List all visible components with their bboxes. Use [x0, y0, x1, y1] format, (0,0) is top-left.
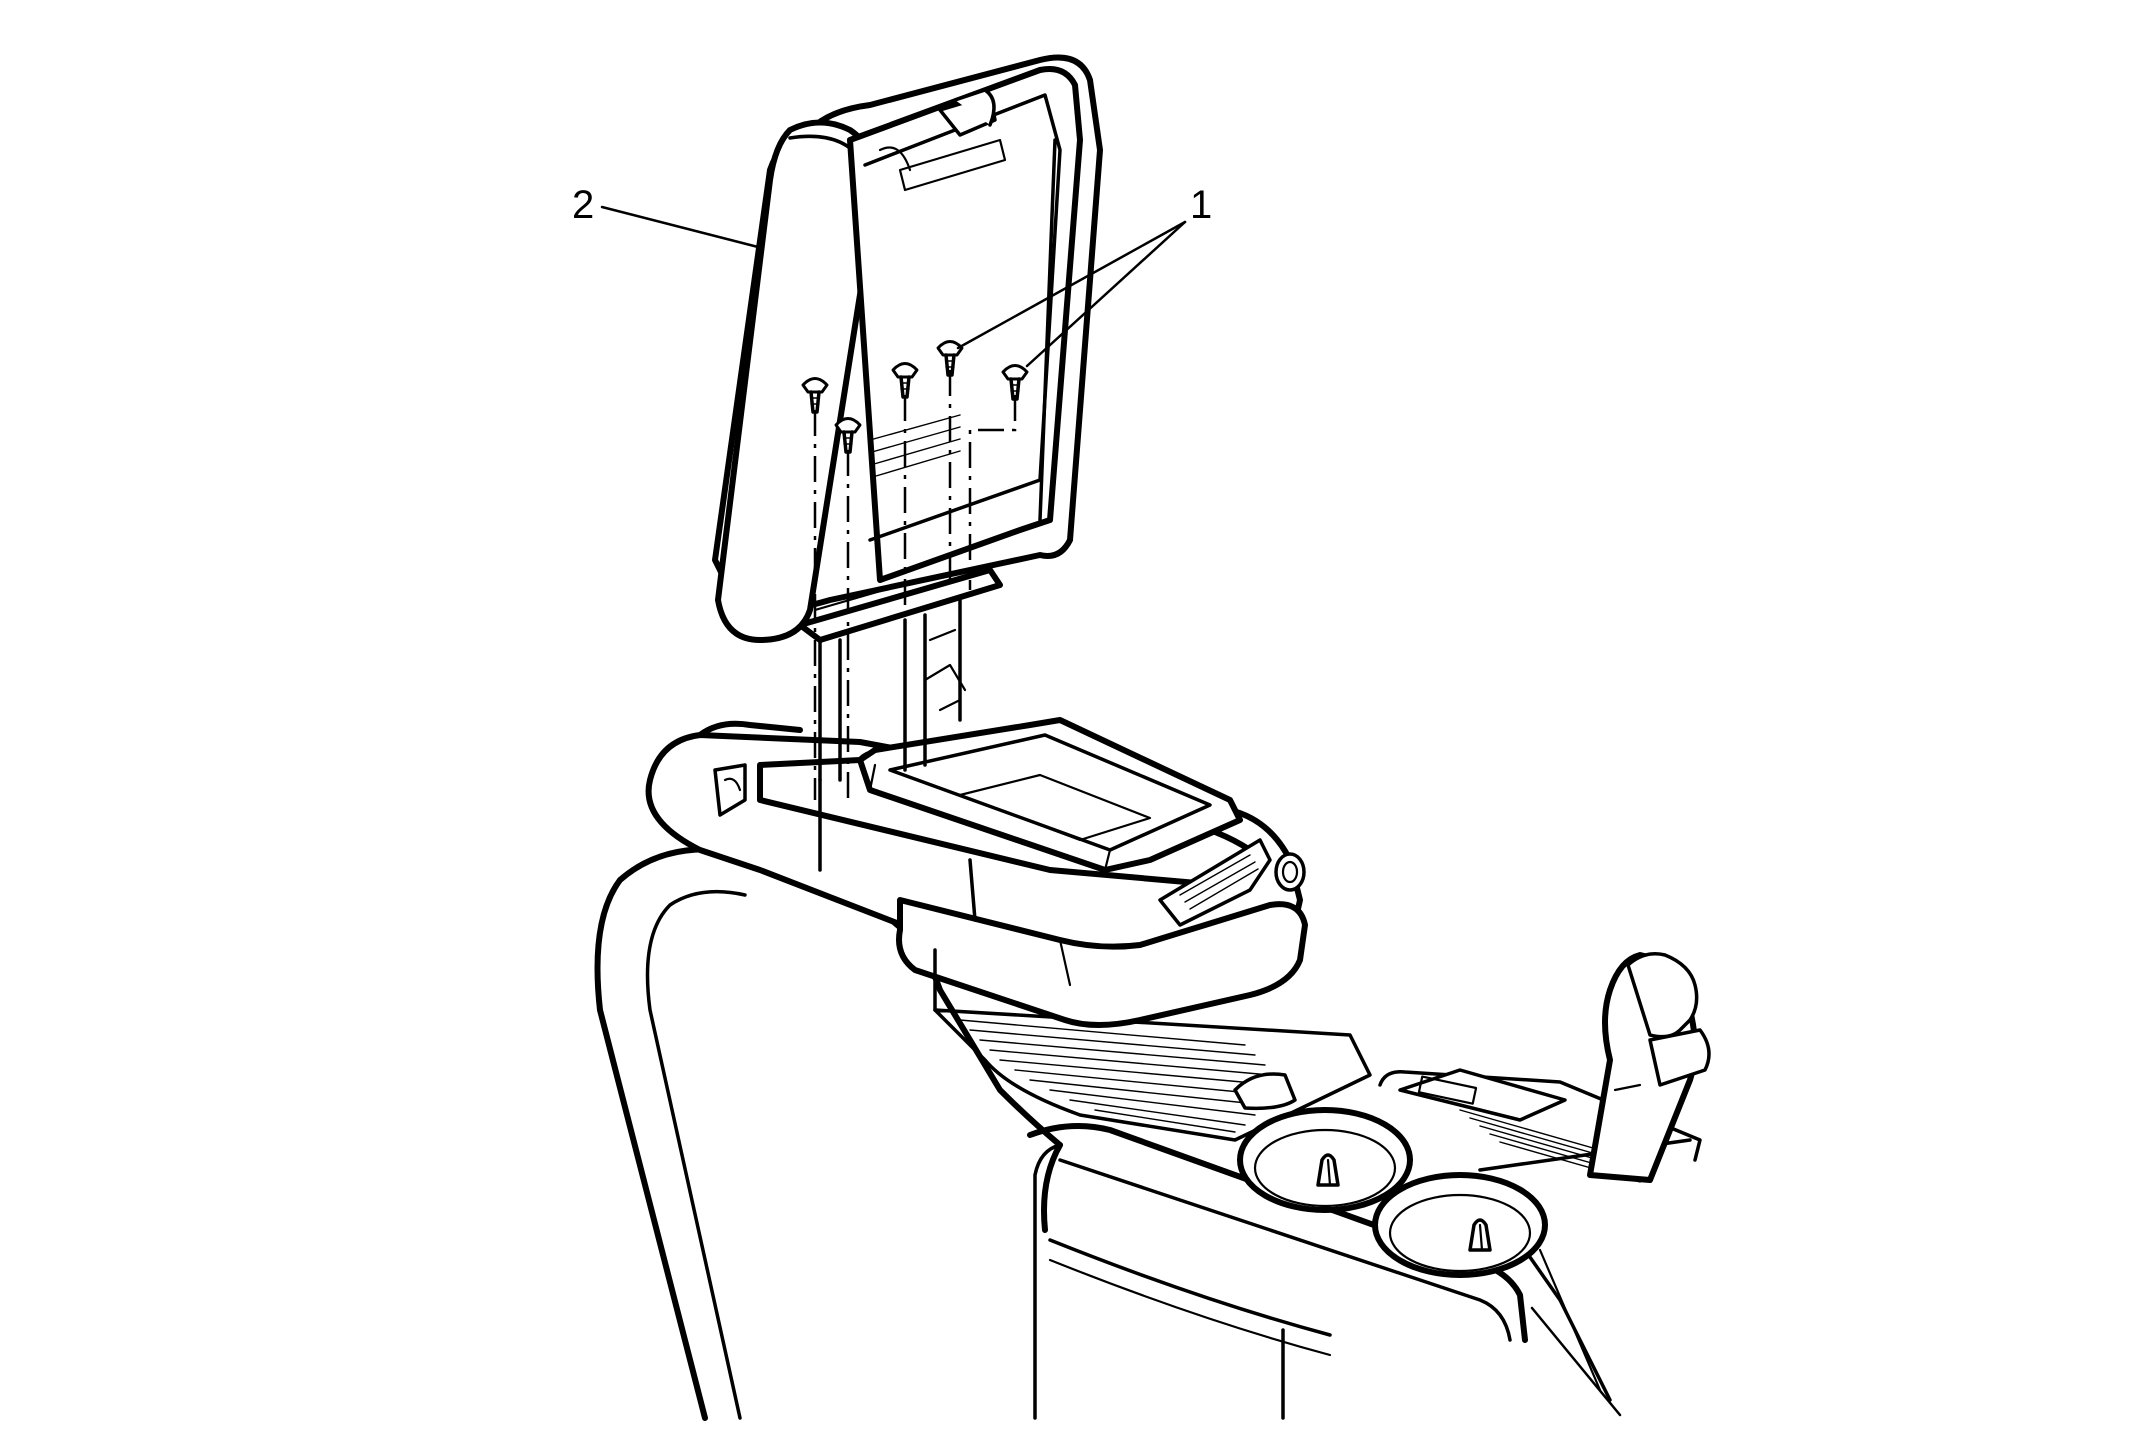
screw — [936, 340, 964, 377]
callout-label-2: 2 — [572, 183, 594, 227]
leader-line-1a — [956, 220, 1187, 350]
ribbed-tray — [933, 1008, 1372, 1142]
lower-leader-line — [1530, 1306, 1622, 1417]
armrest-lid — [712, 54, 1103, 643]
hinge-bracket — [797, 543, 1003, 782]
screws — [801, 340, 1029, 800]
screw-alignment-line — [968, 395, 1017, 590]
callout-1: 1 — [956, 183, 1212, 368]
leader-line-2 — [600, 205, 760, 249]
screw — [891, 362, 919, 399]
callout-label-1: 1 — [1190, 183, 1212, 227]
screw — [1001, 364, 1029, 401]
screw — [834, 417, 862, 454]
armrest-base — [645, 717, 1308, 1028]
gear-shifter — [1587, 952, 1711, 1183]
cup-holders — [1237, 1107, 1548, 1278]
screw — [801, 377, 829, 414]
leader-line-1b — [1025, 220, 1187, 368]
callout-2: 2 — [572, 183, 760, 249]
shifter-panel — [1378, 1068, 1702, 1183]
